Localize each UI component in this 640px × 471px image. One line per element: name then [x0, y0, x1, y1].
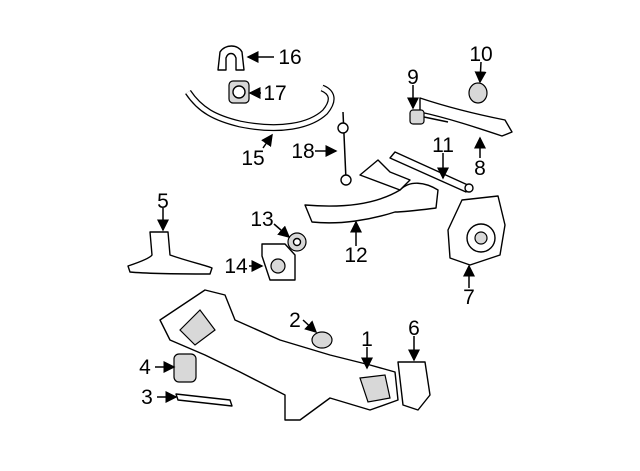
- callout-number: 9: [407, 66, 419, 89]
- knuckle-part[interactable]: [447, 195, 506, 266]
- callout-5[interactable]: 5: [157, 190, 169, 232]
- brace-3-part[interactable]: [175, 393, 233, 407]
- callout-3[interactable]: 3: [141, 386, 178, 409]
- callout-4[interactable]: 4: [139, 356, 176, 379]
- bracket-6-part[interactable]: [397, 361, 431, 411]
- callout-number: 16: [278, 46, 301, 69]
- callout-number: 17: [263, 82, 286, 105]
- lower-control-arm-part[interactable]: [304, 159, 439, 224]
- callout-number: 14: [224, 255, 248, 278]
- callout-14[interactable]: 14: [224, 255, 264, 278]
- callout-15[interactable]: 15: [241, 133, 273, 170]
- callout-number: 8: [474, 157, 486, 180]
- callout-12[interactable]: 12: [344, 220, 368, 267]
- callout-13[interactable]: 13: [250, 208, 291, 238]
- callout-number: 1: [361, 328, 373, 351]
- cam-bolt-part[interactable]: [409, 109, 449, 125]
- bracket-5-part[interactable]: [127, 231, 213, 275]
- bushing-2-part[interactable]: [311, 331, 333, 349]
- stabilizer-bracket-part[interactable]: [217, 45, 245, 71]
- callout-9[interactable]: 9: [407, 66, 419, 110]
- callout-arrow: [474, 61, 487, 84]
- callout-arrow: [261, 133, 273, 149]
- callout-8[interactable]: 8: [474, 136, 486, 180]
- crossmember-part[interactable]: [159, 289, 399, 421]
- callout-arrow: [273, 223, 291, 238]
- callout-17[interactable]: 17: [248, 82, 287, 105]
- stabilizer-bar-part[interactable]: [185, 84, 335, 132]
- callout-10[interactable]: 10: [469, 43, 493, 84]
- bushing-10-part[interactable]: [468, 82, 488, 104]
- callout-number: 6: [408, 317, 420, 340]
- callout-number: 13: [250, 208, 273, 231]
- callout-number: 7: [463, 286, 475, 309]
- callout-1[interactable]: 1: [361, 328, 373, 370]
- callout-18[interactable]: 18: [291, 140, 338, 163]
- stabilizer-bushing-part[interactable]: [228, 80, 250, 104]
- callout-number: 11: [432, 134, 454, 157]
- bushing-13-part[interactable]: [287, 232, 307, 252]
- callout-7[interactable]: 7: [463, 264, 475, 309]
- callout-number: 18: [291, 140, 314, 163]
- callout-number: 4: [139, 356, 151, 379]
- callout-number: 2: [289, 309, 301, 332]
- upper-control-arm-part[interactable]: [419, 97, 513, 137]
- callout-number: 15: [241, 147, 264, 170]
- callout-number: 12: [344, 244, 367, 267]
- callout-number: 3: [141, 386, 153, 409]
- bushing-4-part[interactable]: [173, 353, 197, 383]
- callout-number: 10: [469, 43, 492, 66]
- callout-16[interactable]: 16: [246, 46, 302, 69]
- callout-arrow: [302, 319, 318, 334]
- mount-14-part[interactable]: [261, 243, 296, 281]
- callout-11[interactable]: 11: [432, 134, 454, 180]
- callout-2[interactable]: 2: [289, 309, 318, 334]
- callout-number: 5: [157, 190, 169, 213]
- stabilizer-link-part[interactable]: [337, 111, 352, 186]
- callout-6[interactable]: 6: [408, 317, 420, 362]
